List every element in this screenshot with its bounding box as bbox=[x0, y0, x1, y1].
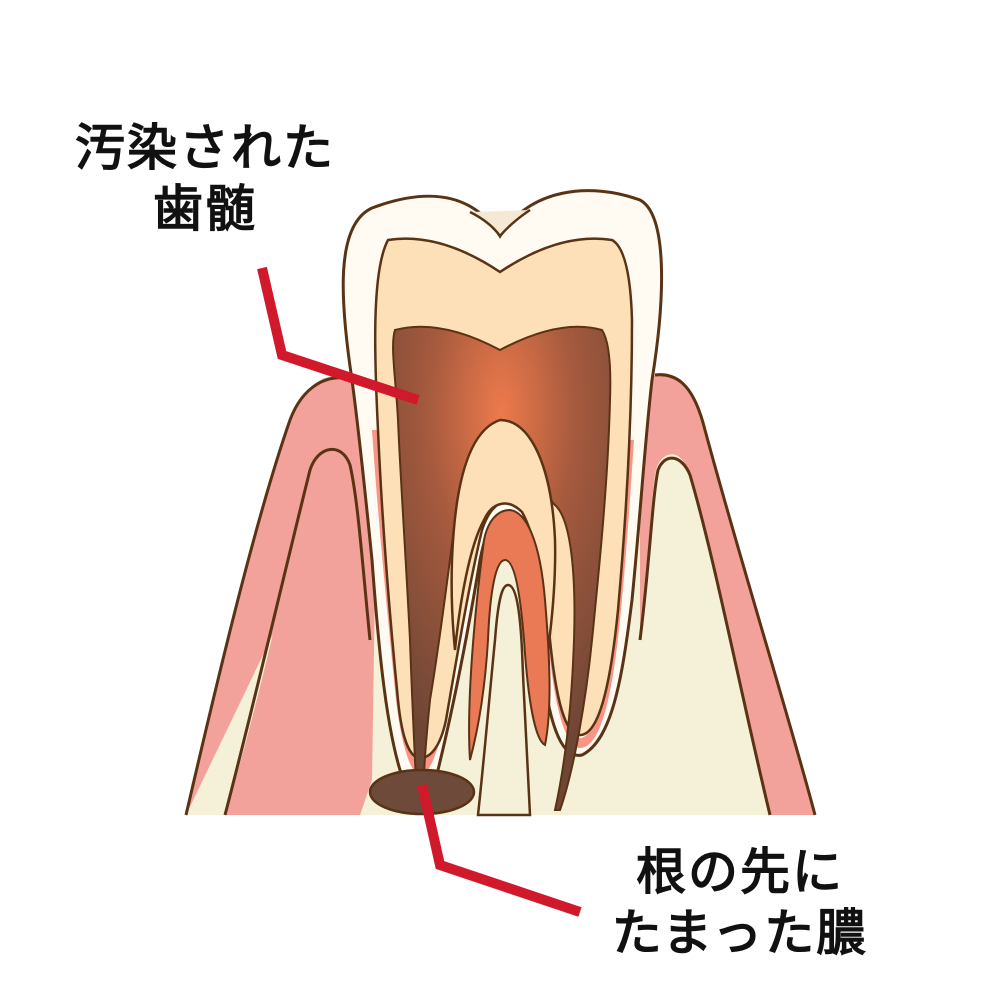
label-infected-pulp-line1: 汚染された bbox=[75, 119, 335, 177]
leader-line-pus bbox=[417, 783, 582, 917]
label-infected-pulp: 汚染された 歯髄 bbox=[40, 118, 370, 240]
label-root-tip-pus: 根の先に たまった膿 bbox=[570, 842, 910, 964]
label-root-tip-pus-line2: たまった膿 bbox=[611, 904, 869, 962]
leader-line-pulp bbox=[257, 266, 420, 405]
label-root-tip-pus-line1: 根の先に bbox=[636, 843, 844, 901]
gum-right bbox=[638, 373, 817, 816]
label-infected-pulp-line2: 歯髄 bbox=[153, 180, 257, 238]
gum-left bbox=[184, 376, 378, 816]
tooth bbox=[341, 189, 664, 817]
